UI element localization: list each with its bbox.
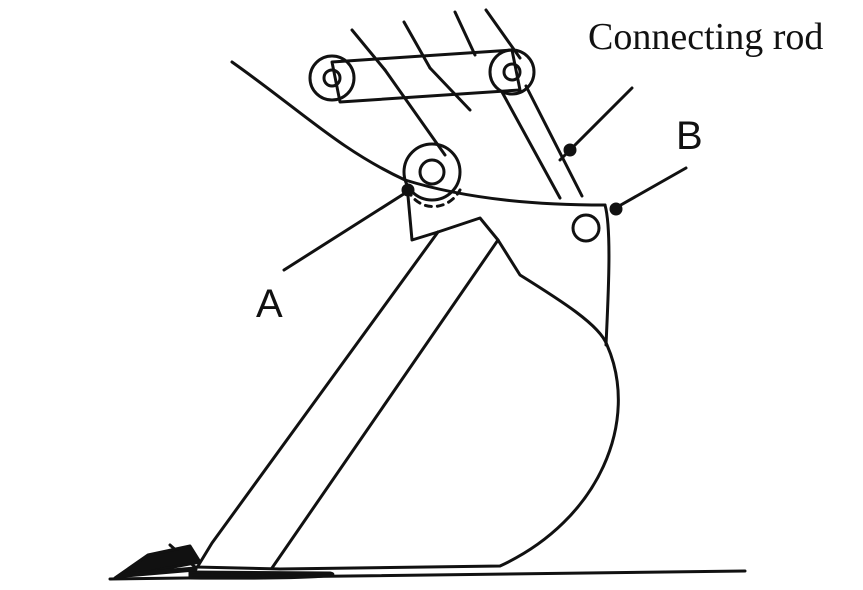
pin-b	[573, 215, 599, 241]
connecting-rod	[502, 86, 582, 198]
arm-lines	[352, 10, 520, 155]
marker-b	[611, 204, 621, 214]
leader-line-a	[284, 190, 410, 270]
connecting-rod-label: Connecting rod	[588, 16, 824, 58]
point-b-label: B	[676, 114, 703, 158]
marker-a	[403, 185, 413, 195]
bucket-tip	[115, 546, 333, 578]
bucket-outline	[170, 196, 618, 569]
top-link	[310, 50, 534, 102]
point-a-label: A	[256, 282, 283, 326]
leader-line-b	[612, 168, 686, 210]
bucket-side-plates	[198, 232, 498, 568]
pin-a	[404, 144, 460, 207]
bucket-back-edge	[605, 205, 609, 345]
marker-rod	[565, 145, 575, 155]
